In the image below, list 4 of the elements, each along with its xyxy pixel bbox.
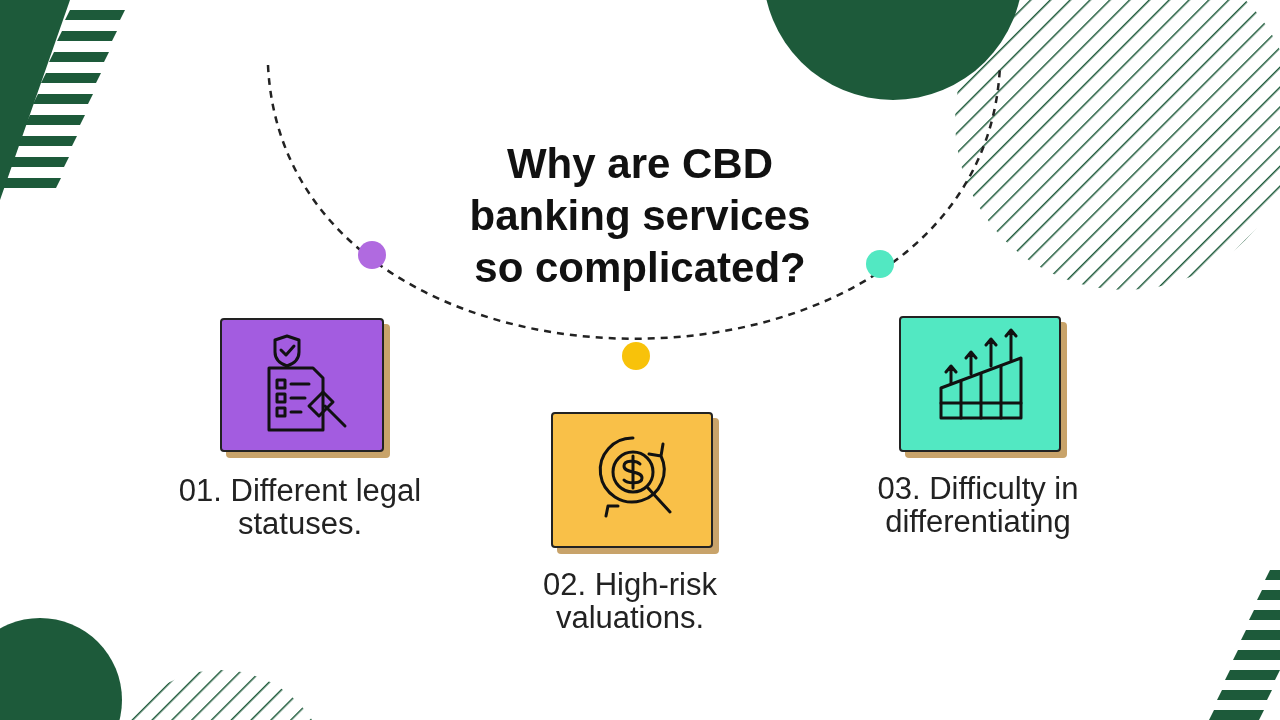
node-label: 02. High-risk valuations.: [542, 568, 718, 634]
title: Why are CBD banking services so complicated?: [468, 139, 812, 293]
node-label: 03. Difficulty in differentiating: [876, 472, 1080, 538]
node-label: 01. Different legal statuses.: [177, 474, 423, 540]
